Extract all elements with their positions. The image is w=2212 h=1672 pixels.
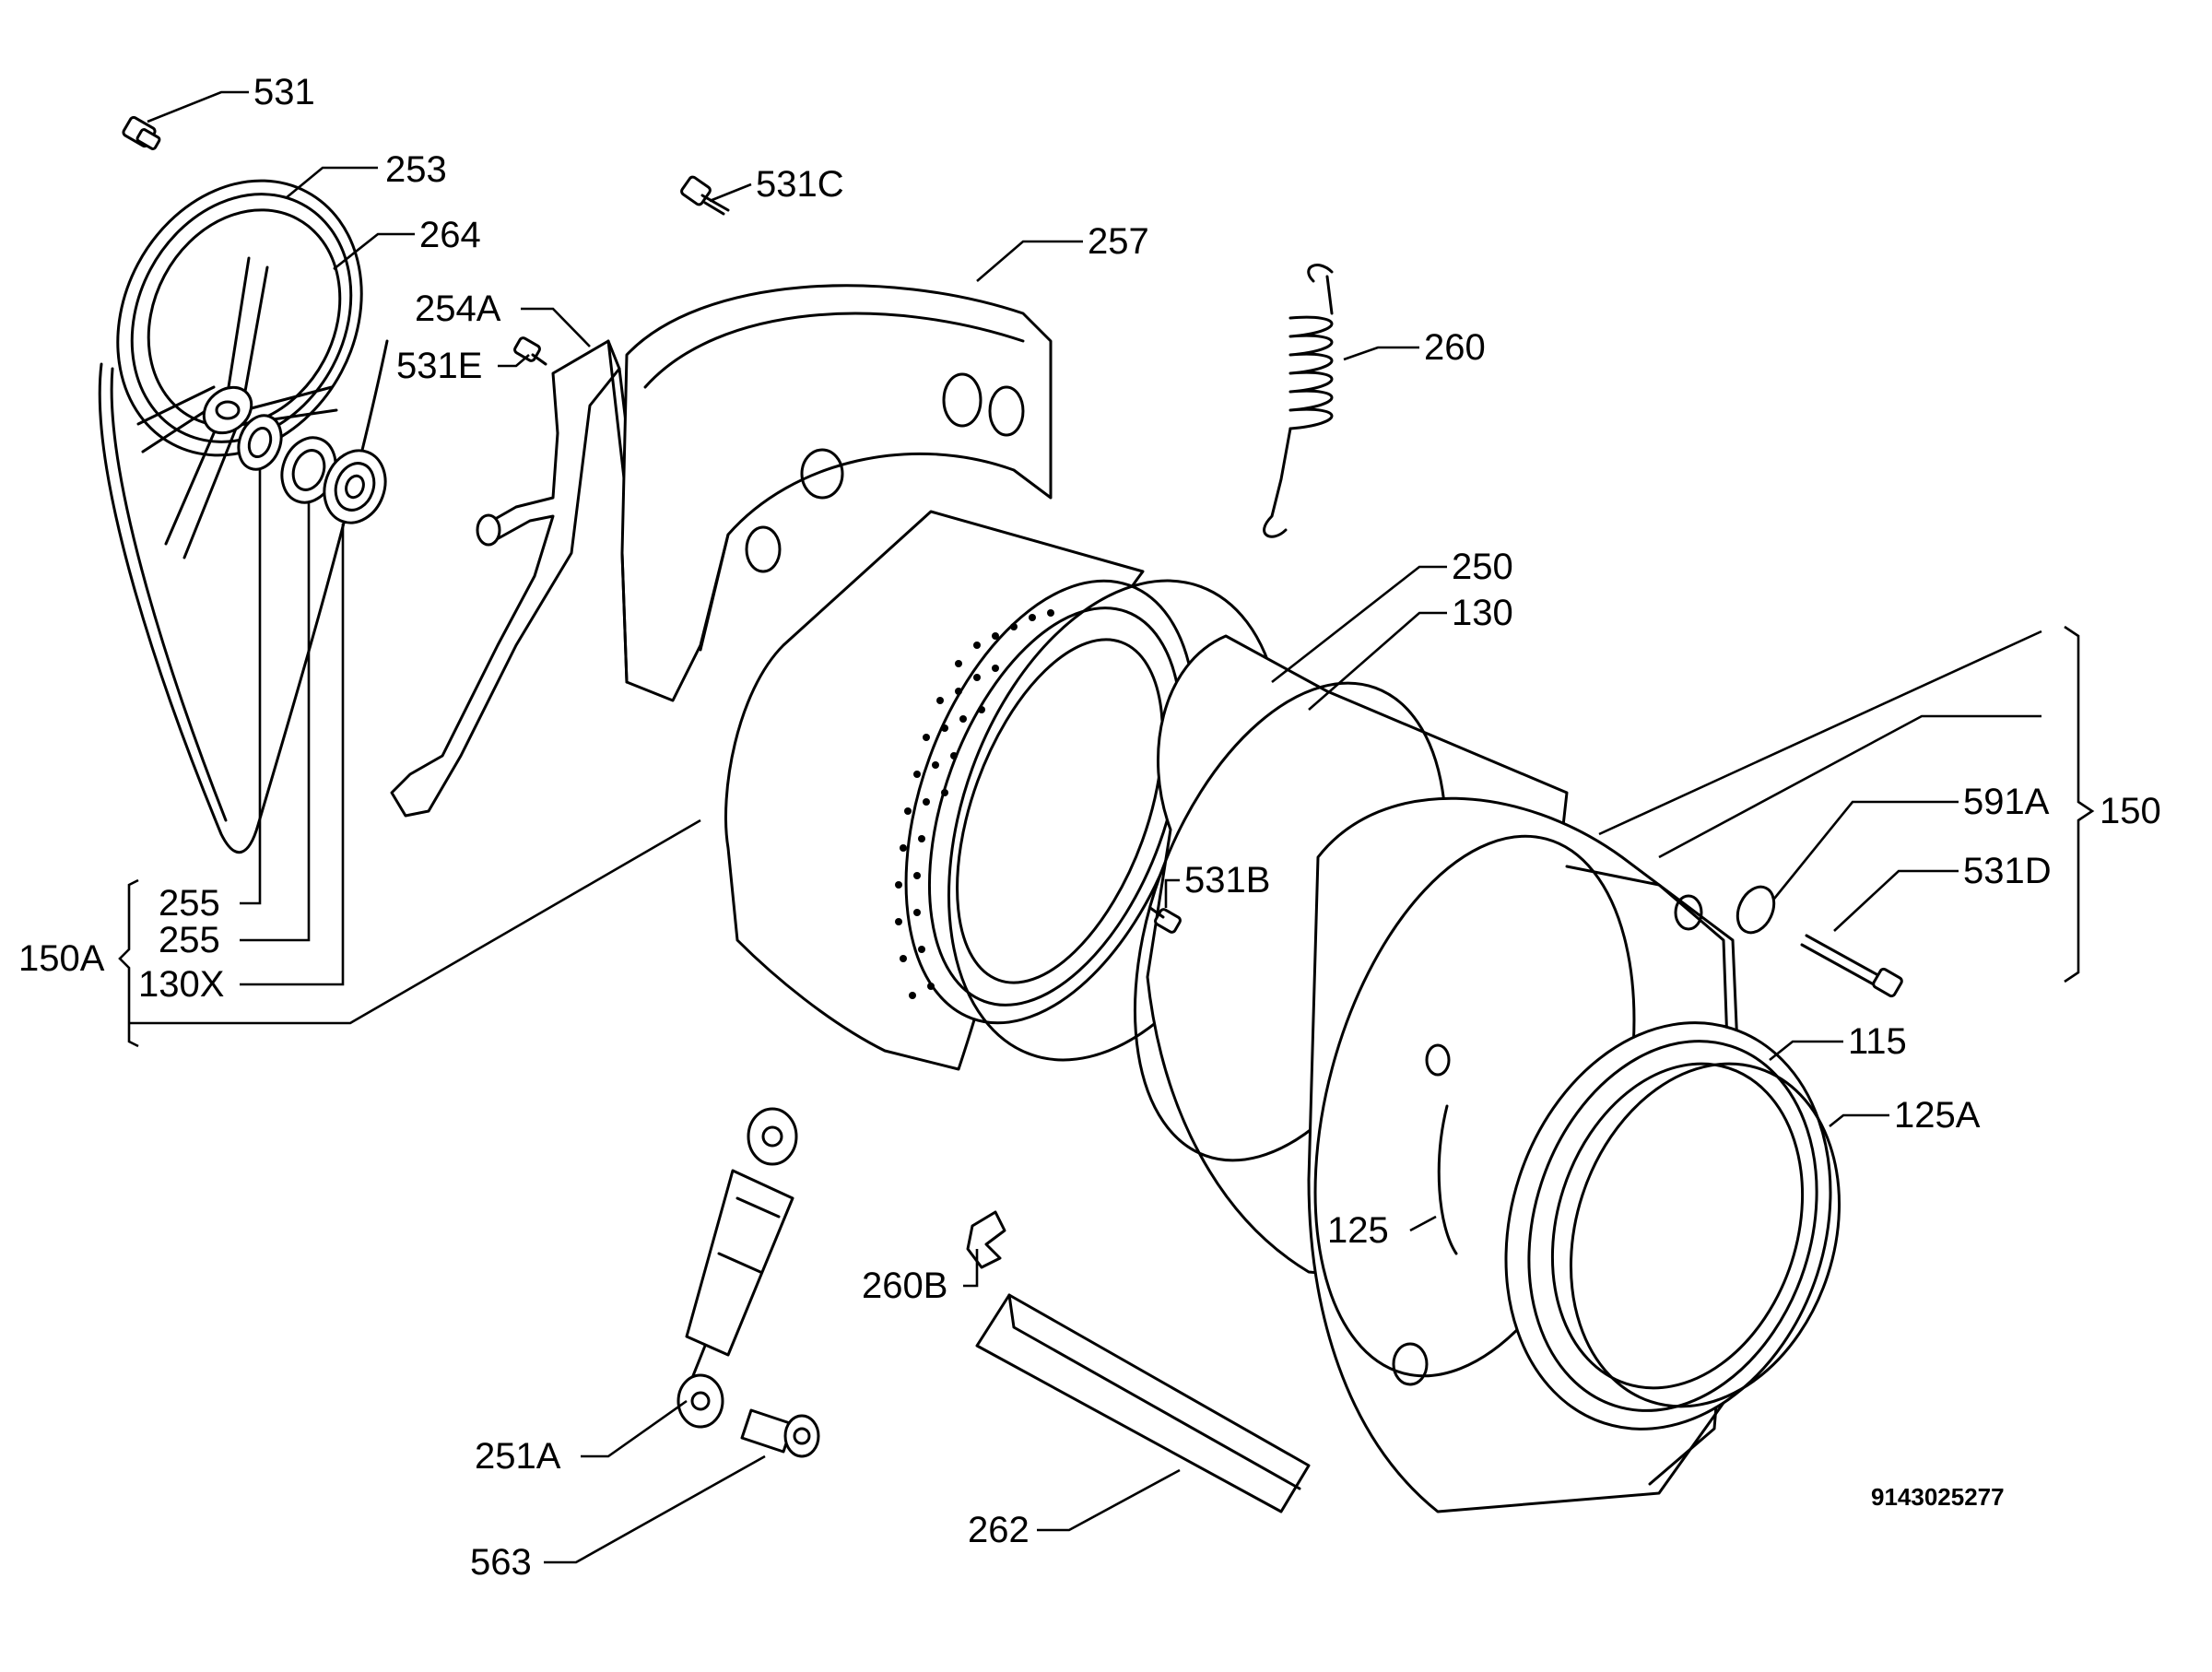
clip-260b xyxy=(966,1210,1006,1269)
pulley-253 xyxy=(116,179,363,559)
strip-262 xyxy=(975,1293,1311,1513)
label-251a: 251A xyxy=(475,1436,561,1477)
label-125a: 125A xyxy=(1894,1095,1981,1136)
screw-531c xyxy=(680,175,730,216)
label-150: 150 xyxy=(2100,791,2161,831)
label-250: 250 xyxy=(1452,547,1513,587)
belt-264 xyxy=(98,339,389,854)
label-531: 531 xyxy=(253,72,315,112)
label-591a: 591A xyxy=(1963,782,2050,822)
screw-531 xyxy=(122,115,161,150)
label-255-a: 255 xyxy=(159,883,220,924)
label-260b: 260B xyxy=(862,1266,947,1306)
label-253: 253 xyxy=(385,149,447,190)
bolt-563 xyxy=(740,1408,820,1458)
part-labels: 531 253 264 531C 257 254A 531E 260 250 1… xyxy=(18,72,2161,1583)
washer-591a xyxy=(1735,885,1776,935)
label-130x: 130X xyxy=(138,964,224,1005)
label-254a: 254A xyxy=(415,288,501,329)
label-130: 130 xyxy=(1452,593,1513,633)
shock-absorber-251a xyxy=(677,1107,798,1429)
leader-lines xyxy=(129,90,2042,1564)
label-531c: 531C xyxy=(756,164,844,205)
label-563: 563 xyxy=(470,1542,532,1583)
label-262: 262 xyxy=(968,1510,1030,1550)
screw-531e xyxy=(513,336,547,366)
bracket-254a xyxy=(390,339,638,818)
drum-perforations xyxy=(895,609,1054,999)
label-255-b: 255 xyxy=(159,920,220,960)
screw-531d xyxy=(1800,934,1903,998)
label-531d: 531D xyxy=(1963,851,2052,891)
bearing-255-b xyxy=(280,436,337,504)
label-531b: 531B xyxy=(1184,860,1270,901)
label-125: 125 xyxy=(1327,1210,1389,1251)
bearing-255-a xyxy=(237,414,283,471)
label-264: 264 xyxy=(419,215,481,255)
clamp-ring-125a xyxy=(1569,1062,1841,1408)
label-115: 115 xyxy=(1848,1021,1907,1062)
bracket-150a xyxy=(118,878,139,1048)
spring-260 xyxy=(1263,264,1334,538)
clamp-ring-125 xyxy=(1437,1104,1458,1255)
label-257: 257 xyxy=(1088,221,1149,262)
label-150a: 150A xyxy=(18,938,105,979)
bearing-130x xyxy=(323,449,387,524)
counterweight-257 xyxy=(620,284,1053,702)
label-260: 260 xyxy=(1424,327,1486,368)
screw-531b xyxy=(1148,906,1182,934)
label-531e: 531E xyxy=(396,346,482,386)
door-gasket-115 xyxy=(1504,1021,1832,1431)
drawing-code: 9143025277 xyxy=(1871,1483,2005,1511)
bracket-150 xyxy=(2064,625,2095,983)
